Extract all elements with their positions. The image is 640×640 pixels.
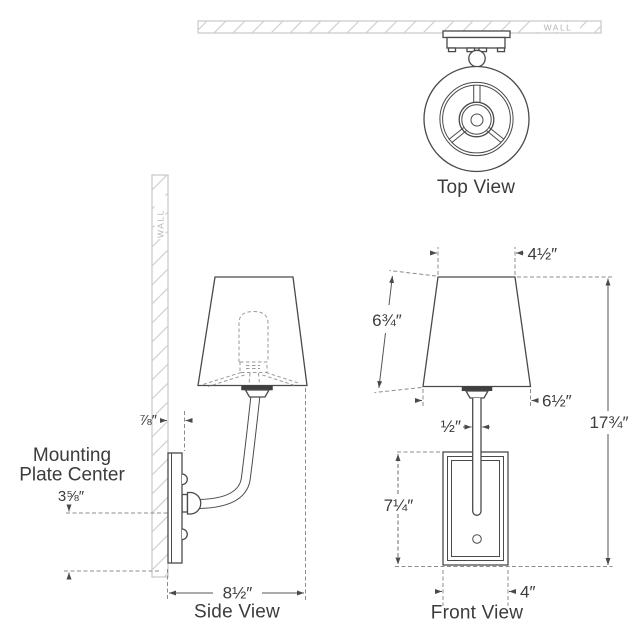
dim-backplate-height-text: 7¼″ — [384, 496, 414, 515]
top-view-ball-joint — [468, 49, 486, 68]
top-view: WALL To — [197, 20, 602, 198]
note-line1: Mounting — [33, 445, 111, 466]
dim-backplate-depth-text: ⅞″ — [139, 412, 158, 429]
dim-extension: 8½″ — [167, 388, 306, 603]
dim-shade-top-width-text: 4½″ — [528, 245, 558, 264]
hub-inner — [461, 104, 492, 135]
front-view-label: Front View — [431, 603, 524, 624]
top-view-label: Top View — [437, 177, 515, 198]
shade-inner-ring-inner — [442, 84, 511, 154]
top-view-wall-hatch — [198, 21, 601, 33]
side-view: WALL — [19, 174, 308, 623]
arm-joint-knob — [186, 491, 202, 515]
dim-backplate-depth: ⅞″ — [139, 411, 193, 451]
front-socket-cup — [464, 390, 490, 399]
dim-stem-width-text: ½″ — [441, 417, 461, 436]
bulb-outline — [238, 310, 269, 362]
front-stem — [472, 398, 482, 516]
top-view-canopy — [442, 30, 511, 53]
hub-outer — [458, 101, 495, 138]
wall-label-side: WALL — [156, 209, 166, 238]
side-socket-cup — [244, 389, 271, 398]
shade-inner-ring-outer — [439, 81, 514, 157]
side-arm — [198, 396, 261, 509]
dim-stem-width: ½″ — [441, 417, 490, 436]
side-shade-outline — [197, 276, 308, 387]
side-backplate — [167, 452, 183, 564]
spider-spokes — [448, 85, 505, 143]
dim-extension-text: 8½″ — [223, 584, 253, 603]
dim-shade-bottom-width-text: 6½″ — [542, 392, 572, 411]
front-plate-hole — [472, 534, 482, 544]
center-hole — [470, 113, 484, 127]
side-view-wall-hatch — [152, 175, 168, 577]
top-view-shade — [423, 65, 530, 173]
front-view: 4½″ 6¾″ 6½″ ½″ — [366, 245, 632, 624]
dim-backplate-width: 4″ — [435, 570, 535, 606]
dim-overall-height-text: 17¾″ — [589, 413, 628, 432]
dim-plate-center-text: 3⅝″ — [58, 488, 85, 505]
dim-shade-slant-height: 6¾″ — [366, 270, 437, 393]
screw-bump-bottom — [181, 528, 188, 541]
front-shade-outline — [422, 276, 532, 388]
screw-bump-top — [181, 473, 188, 486]
wall-label-top: WALL — [544, 23, 573, 33]
mounting-plate-center-note: Mounting Plate Center 3⅝″ — [19, 445, 168, 580]
dim-shade-top-width: 4½″ — [430, 245, 558, 275]
side-shade-interior — [202, 310, 301, 387]
arm-joint-base — [181, 493, 189, 513]
dim-shade-bottom-width: 6½″ — [415, 389, 572, 411]
dim-backplate-height: 7¼″ — [384, 451, 613, 567]
dim-overall-height: 17¾″ — [517, 276, 632, 565]
dim-backplate-width-text: 4″ — [520, 583, 535, 602]
note-line2: Plate Center — [19, 465, 125, 486]
side-view-label: Side View — [194, 602, 280, 623]
dim-shade-slant-height-text: 6¾″ — [372, 311, 402, 330]
front-socket-cap — [461, 386, 493, 392]
